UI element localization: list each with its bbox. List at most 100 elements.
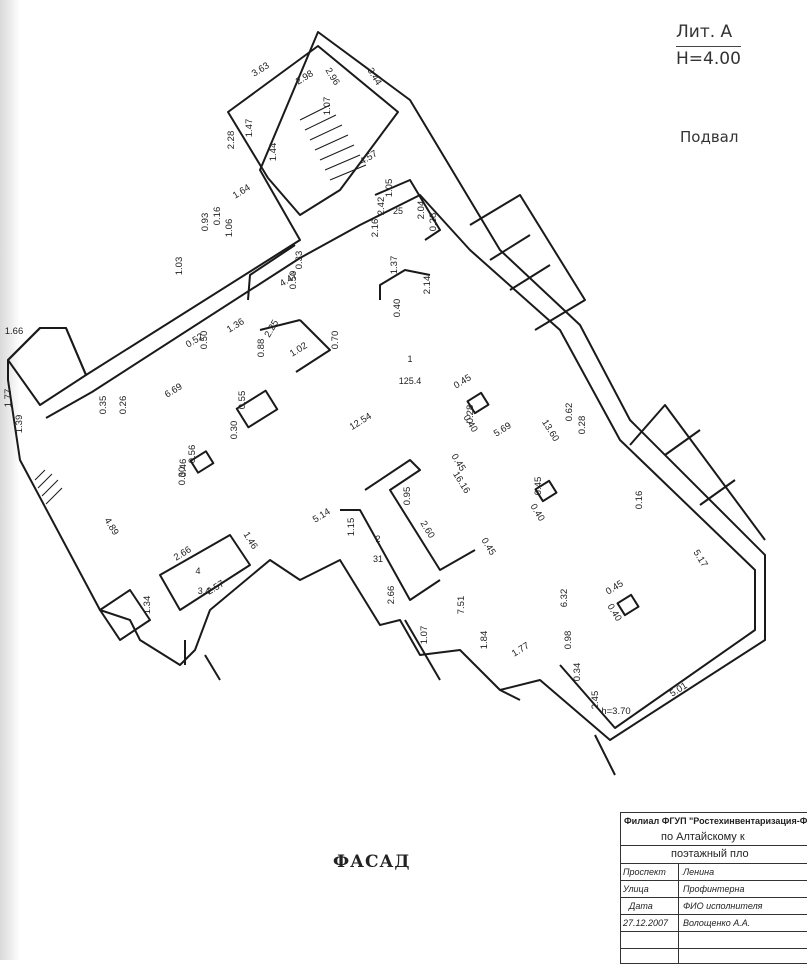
dimension-label: 1.46 bbox=[241, 530, 260, 552]
partition-wall bbox=[247, 244, 331, 373]
dimension-label: 0.70 bbox=[330, 331, 341, 350]
dimension-label: 0.46 bbox=[178, 459, 189, 478]
dimension-label: 0.34 bbox=[572, 663, 583, 682]
dimension-label: 5.14 bbox=[311, 506, 333, 525]
stamp-row-label: Улица bbox=[623, 884, 649, 894]
stamp-row-label: Проспект bbox=[623, 867, 666, 877]
dimension-label: 0.40 bbox=[528, 502, 547, 524]
dimension-label: 0.93 bbox=[200, 213, 211, 232]
dimension-label: 1.36 bbox=[225, 316, 247, 335]
wall-segment bbox=[99, 589, 151, 641]
stamp-row-value: Ленина bbox=[683, 867, 715, 877]
stamp-row-value: ФИО исполнителя bbox=[683, 901, 763, 911]
dimension-label: 2.25 bbox=[262, 318, 281, 340]
dimension-label: 2.04 bbox=[416, 201, 427, 220]
dimension-label: 1.37 bbox=[389, 256, 400, 275]
dimension-label: 0.55 bbox=[237, 391, 248, 410]
outer-wall bbox=[7, 31, 766, 741]
dimension-label: 0.30 bbox=[177, 467, 188, 486]
ceiling-height-label: H=4.00 bbox=[676, 46, 741, 69]
dimension-label: 1.03 bbox=[174, 257, 185, 276]
dimension-label: 3.63 bbox=[250, 60, 272, 79]
dimension-label: 1.34 bbox=[142, 596, 153, 615]
room-label: 125.4 bbox=[399, 376, 422, 386]
left-annex bbox=[7, 327, 87, 406]
dimension-label: 3.44 bbox=[365, 66, 384, 88]
dimension-label: 1.07 bbox=[419, 626, 430, 645]
dimension-label: 1.07 bbox=[322, 97, 333, 116]
dimension-label: 4.57 bbox=[358, 148, 380, 167]
building-letter-label: Лит. А bbox=[676, 22, 733, 42]
dimension-label: 1.05 bbox=[384, 179, 395, 198]
partition-wall bbox=[340, 509, 441, 601]
hatch bbox=[34, 469, 63, 505]
dimension-label: 0.40 bbox=[605, 602, 624, 624]
column bbox=[616, 593, 640, 617]
dimension-label: 6.32 bbox=[559, 589, 570, 608]
room-label: 4 bbox=[195, 566, 200, 576]
dimension-label: 13.60 bbox=[539, 418, 561, 444]
partition-wall bbox=[374, 179, 441, 241]
dimension-label: h=3.70 bbox=[601, 706, 630, 717]
stamp-title: поэтажный пло bbox=[671, 848, 749, 860]
room-label: 3.4 bbox=[198, 586, 211, 596]
dimension-label: 0.28 bbox=[465, 405, 476, 424]
dimension-label: 2.98 bbox=[294, 68, 316, 87]
dimension-label: 0.50 bbox=[288, 271, 299, 290]
dimension-label: 0.40 bbox=[461, 413, 480, 435]
stamp-row-value: Волощенко А.А. bbox=[683, 918, 751, 928]
dimension-label: 1.47 bbox=[244, 119, 255, 138]
dimension-label: 1.39 bbox=[14, 415, 25, 434]
dimension-label: 7.51 bbox=[456, 596, 467, 615]
room-label: 2 bbox=[375, 534, 380, 544]
floor-level-label: Подвал bbox=[680, 128, 739, 146]
column bbox=[189, 450, 215, 474]
dimension-label: 2.16 bbox=[370, 219, 381, 238]
dimension-label: 12.54 bbox=[348, 411, 374, 433]
dimension-label: 16.16 bbox=[450, 470, 472, 496]
dimension-label: 1.06 bbox=[224, 219, 235, 238]
dimension-label: 1.64 bbox=[231, 182, 253, 201]
dimension-label: 0.98 bbox=[563, 631, 574, 650]
column bbox=[466, 391, 490, 415]
dimension-label: 4.89 bbox=[102, 516, 121, 538]
dimension-label: 5.69 bbox=[492, 420, 514, 439]
dimension-label: 0.45 bbox=[604, 578, 626, 597]
dimension-label: 0.30 bbox=[229, 421, 240, 440]
dimension-label: 0.50 bbox=[199, 331, 210, 350]
window-bays bbox=[469, 194, 766, 541]
stamp-row-label: 27.12.2007 bbox=[623, 918, 669, 928]
partition-wall bbox=[379, 269, 431, 300]
dimension-label: 0.45 bbox=[452, 372, 474, 391]
dimension-label: 0.33 bbox=[294, 251, 305, 270]
room-label: 31 bbox=[373, 554, 383, 564]
partition-wall bbox=[159, 534, 251, 611]
dimension-label: 1.84 bbox=[479, 631, 490, 650]
dimension-label: 0.16 bbox=[634, 491, 645, 510]
dimension-label: 0.40 bbox=[392, 299, 403, 318]
dimension-label: 0.62 bbox=[564, 403, 575, 422]
dimension-label: 2.66 bbox=[172, 544, 194, 563]
dimension-label: 0.35 bbox=[98, 396, 109, 415]
dimension-label: 2.66 bbox=[386, 586, 397, 605]
stamp-row-label: Дата bbox=[629, 901, 653, 911]
dimension-label: 0.88 bbox=[256, 339, 267, 358]
door-opening bbox=[184, 619, 616, 776]
dimension-label: 2.42 bbox=[376, 197, 387, 216]
dimension-label: 0.45 bbox=[479, 536, 498, 558]
dimension-label: 1.77 bbox=[3, 389, 14, 408]
title-block: Филиал ФГУП "Ростехинвентаризация-Ф по А… bbox=[620, 812, 807, 964]
inner-wall bbox=[45, 194, 756, 729]
dimension-label: 2.28 bbox=[226, 131, 237, 150]
dimension-label: 2.14 bbox=[422, 276, 433, 295]
dimension-label: 2.45 bbox=[590, 691, 601, 710]
room-label: 1 bbox=[407, 354, 412, 364]
dimension-label: 0.95 bbox=[402, 487, 413, 506]
facade-label: ФАСАД bbox=[333, 852, 411, 872]
dimension-label: 0.56 bbox=[187, 445, 198, 464]
stamp-row-value: Профинтерна bbox=[683, 884, 745, 894]
column bbox=[235, 389, 279, 429]
dimension-label: 1.15 bbox=[346, 518, 357, 537]
